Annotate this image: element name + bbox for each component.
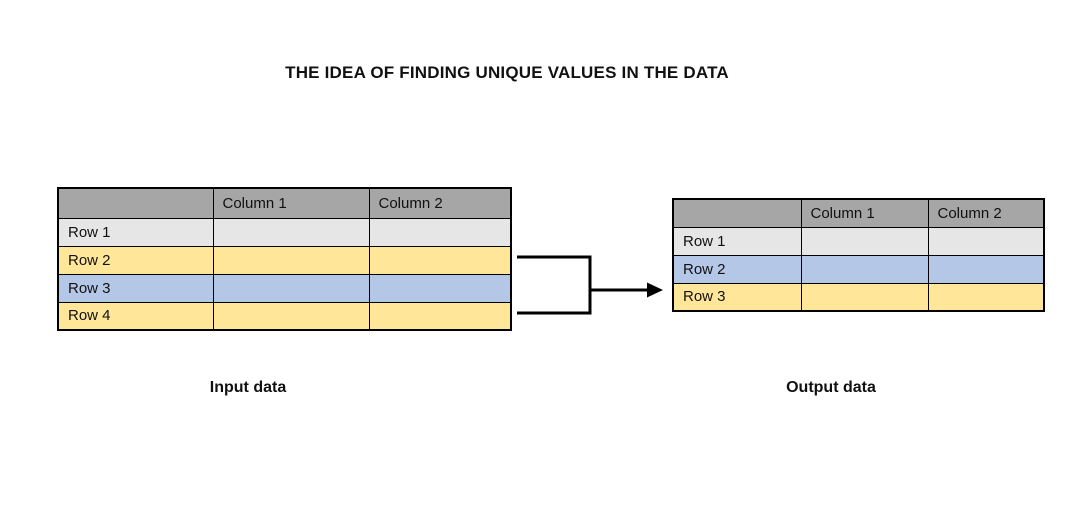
table-row: Row 2 xyxy=(672,254,1045,284)
data-cell xyxy=(368,273,512,303)
data-cell xyxy=(368,245,512,275)
data-cell xyxy=(927,226,1045,256)
row-label-cell: Row 4 xyxy=(57,301,214,331)
table-row: Row 4 xyxy=(57,301,512,331)
header-cell: Column 2 xyxy=(927,198,1045,228)
row-label-cell: Row 3 xyxy=(57,273,214,303)
merge-bracket-lines xyxy=(517,255,649,315)
table-row: Row 2 xyxy=(57,245,512,275)
table-row: Row 1 xyxy=(57,217,512,247)
data-cell xyxy=(800,254,929,284)
row-label-cell: Row 3 xyxy=(672,282,802,312)
data-cell xyxy=(800,282,929,312)
row-label-cell: Row 2 xyxy=(57,245,214,275)
data-cell xyxy=(368,217,512,247)
row-label-cell: Row 2 xyxy=(672,254,802,284)
merge-arrow xyxy=(517,255,663,315)
data-cell xyxy=(212,245,370,275)
header-cell: Column 1 xyxy=(800,198,929,228)
header-corner-cell xyxy=(672,198,802,228)
table-row: Row 3 xyxy=(672,282,1045,312)
data-cell xyxy=(927,254,1045,284)
row-label-cell: Row 1 xyxy=(672,226,802,256)
header-corner-cell xyxy=(57,187,214,219)
output-data-label: Output data xyxy=(786,379,876,396)
data-cell xyxy=(927,282,1045,312)
data-cell xyxy=(800,226,929,256)
table-row: Row 3 xyxy=(57,273,512,303)
header-cell: Column 2 xyxy=(368,187,512,219)
table-row: Row 1 xyxy=(672,226,1045,256)
header-cell: Column 1 xyxy=(212,187,370,219)
arrowhead-icon xyxy=(647,282,663,298)
input-data-label: Input data xyxy=(209,379,287,396)
row-label-cell: Row 1 xyxy=(57,217,214,247)
data-cell xyxy=(212,217,370,247)
data-cell xyxy=(368,301,512,331)
data-cell xyxy=(212,273,370,303)
data-cell xyxy=(212,301,370,331)
page-title: THE IDEA OF FINDING UNIQUE VALUES IN THE… xyxy=(285,63,729,82)
